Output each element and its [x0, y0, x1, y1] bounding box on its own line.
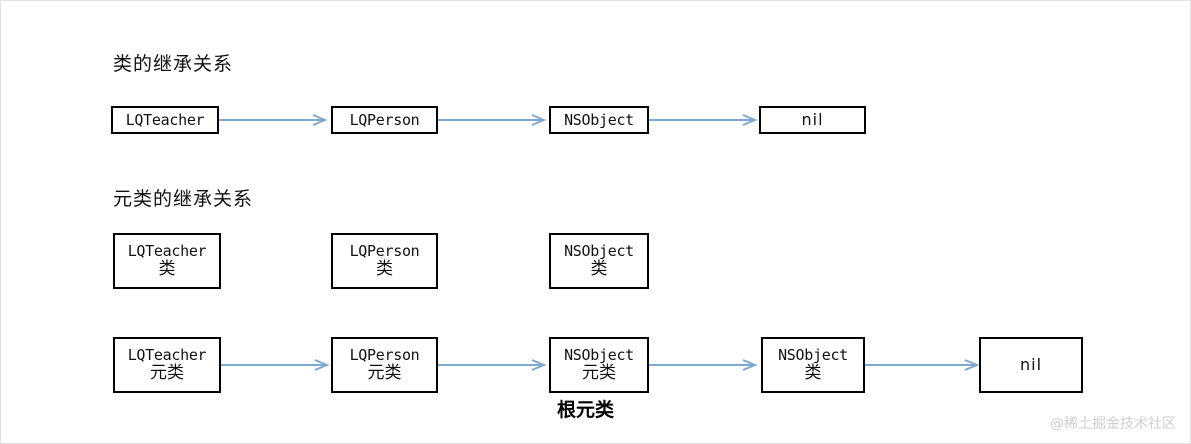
node-class-nil: nil	[759, 106, 866, 134]
node-label-line1: nil	[801, 110, 824, 130]
node-label-line2: 元类	[150, 362, 184, 383]
node-label-line1: LQTeacher	[125, 110, 205, 129]
node-label-line1: NSObject	[564, 110, 634, 129]
node-label-line2: 类	[376, 258, 393, 279]
arrow-meta-lqteacher-to-lqperson	[221, 359, 333, 371]
node-label-line2: 类	[804, 362, 822, 383]
node-label-line1: nil	[1019, 355, 1043, 375]
node-class-lqperson: LQPerson	[331, 106, 438, 134]
section-title-class-inheritance: 类的继承关系	[113, 53, 234, 75]
node-meta-lqperson: LQPerson 元类	[331, 337, 438, 393]
node-label-line1: NSObject	[564, 242, 634, 261]
node-classobj-lqperson: LQPerson 类	[331, 233, 438, 289]
node-label-line1: NSObject	[564, 346, 634, 365]
node-label-line1: NSObject	[778, 346, 848, 365]
watermark: @稀土掘金技术社区	[1050, 416, 1176, 432]
node-label-line1: LQTeacher	[127, 346, 207, 365]
arrow-lqperson-to-nsobject	[438, 114, 550, 126]
node-meta-lqteacher: LQTeacher 元类	[113, 337, 221, 393]
node-label-line1: LQPerson	[349, 110, 420, 129]
node-class-nsobject: NSObject	[549, 106, 649, 134]
arrow-meta-lqperson-to-nsobject-meta	[438, 359, 550, 371]
node-meta-nsobject: NSObject 元类	[549, 337, 649, 393]
node-meta-nsobject-class: NSObject 类	[761, 337, 865, 393]
arrow-nsobject-to-nil	[649, 114, 761, 126]
section-title-metaclass-inheritance: 元类的继承关系	[113, 188, 254, 210]
arrow-nsobject-meta-to-nsobject-class	[649, 359, 761, 371]
node-label-line1: LQPerson	[349, 242, 420, 261]
arrow-lqteacher-to-lqperson	[219, 114, 331, 126]
node-classobj-nsobject: NSObject 类	[549, 233, 649, 289]
node-meta-nil: nil	[979, 337, 1083, 393]
node-label-line2: 元类	[367, 362, 402, 383]
node-label-line2: 类	[590, 258, 608, 279]
node-classobj-lqteacher: LQTeacher 类	[113, 233, 221, 289]
arrow-nsobject-class-to-nil	[865, 359, 983, 371]
node-class-lqteacher: LQTeacher	[111, 106, 219, 134]
node-label-line2: 类	[158, 258, 176, 279]
node-label-line1: LQPerson	[349, 346, 420, 365]
node-label-line2: 元类	[582, 362, 616, 383]
node-label-line1: LQTeacher	[127, 242, 207, 261]
root-metaclass-annotation: 根元类	[557, 399, 615, 421]
